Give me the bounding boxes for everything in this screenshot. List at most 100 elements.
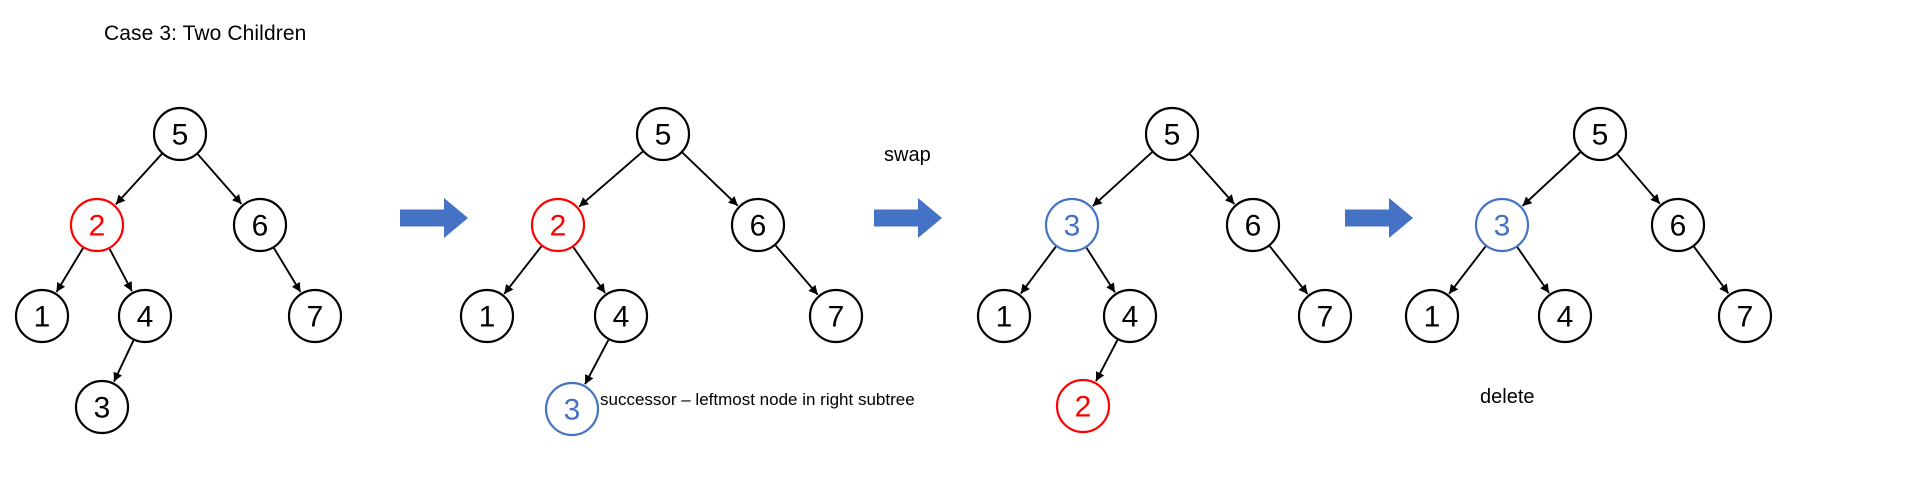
- node-label: 6: [252, 210, 269, 243]
- node-circle[interactable]: [1537, 288, 1593, 344]
- node-circle[interactable]: [14, 288, 70, 344]
- tree-node-3[interactable]: 3: [1474, 197, 1530, 253]
- node-circle[interactable]: [1717, 288, 1773, 344]
- tree-node-6[interactable]: 6: [232, 197, 288, 253]
- node-label: 1: [479, 301, 496, 334]
- node-circle[interactable]: [152, 106, 208, 162]
- node-circle[interactable]: [1297, 288, 1353, 344]
- node-circle[interactable]: [730, 197, 786, 253]
- tree-node-2[interactable]: 2: [1055, 378, 1111, 434]
- tree-stage-identify-successor: 5 2 6 1 4 7 3: [459, 106, 864, 437]
- node-circle[interactable]: [117, 288, 173, 344]
- tree-edge: [584, 339, 610, 385]
- edge-arrowhead: [579, 197, 589, 207]
- node-label: 6: [750, 210, 767, 243]
- tree-edge: [1189, 153, 1236, 205]
- node-circle[interactable]: [459, 288, 515, 344]
- node-label: 4: [613, 301, 630, 334]
- tree-node-1[interactable]: 1: [976, 288, 1032, 344]
- tree-edge: [572, 246, 606, 294]
- node-label: 6: [1670, 210, 1687, 243]
- tree-node-4[interactable]: 4: [1102, 288, 1158, 344]
- node-label: 1: [996, 301, 1013, 334]
- node-circle[interactable]: [808, 288, 864, 344]
- edge-arrowhead: [1298, 284, 1308, 295]
- node-circle[interactable]: [593, 288, 649, 344]
- tree-node-4[interactable]: 4: [117, 288, 173, 344]
- edge-arrowhead: [232, 194, 242, 204]
- tree-node-6[interactable]: 6: [730, 197, 786, 253]
- tree-node-6[interactable]: 6: [1225, 197, 1281, 253]
- caption-delete: delete: [1480, 386, 1535, 408]
- caption-successor: successor – leftmost node in right subtr…: [600, 390, 915, 409]
- tree-edge: [1085, 247, 1116, 293]
- tree-node-1[interactable]: 1: [459, 288, 515, 344]
- tree-node-5[interactable]: 5: [635, 106, 691, 162]
- tree-node-3[interactable]: 3: [74, 379, 130, 435]
- node-circle[interactable]: [232, 197, 288, 253]
- node-circle[interactable]: [1404, 288, 1460, 344]
- node-circle[interactable]: [1144, 106, 1200, 162]
- tree-node-1[interactable]: 1: [14, 288, 70, 344]
- tree-edge: [273, 247, 302, 293]
- edge-line: [572, 246, 606, 294]
- node-label: 4: [137, 301, 154, 334]
- tree-node-4[interactable]: 4: [1537, 288, 1593, 344]
- node-circle[interactable]: [1102, 288, 1158, 344]
- node-circle[interactable]: [1572, 106, 1628, 162]
- transition-arrow-icon: [1345, 198, 1413, 238]
- node-label: 6: [1245, 210, 1262, 243]
- tree-edge: [113, 340, 135, 383]
- tree-node-5[interactable]: 5: [152, 106, 208, 162]
- tree-edge: [681, 151, 739, 207]
- edge-arrowhead: [1106, 282, 1115, 293]
- tree-edge: [1448, 245, 1487, 295]
- node-circle[interactable]: [1044, 197, 1100, 253]
- node-label: 5: [655, 119, 672, 152]
- edge-line: [681, 151, 739, 207]
- node-circle[interactable]: [530, 197, 586, 253]
- tree-node-5[interactable]: 5: [1144, 106, 1200, 162]
- edge-arrowhead: [1719, 283, 1729, 294]
- tree-node-3[interactable]: 3: [1044, 197, 1100, 253]
- node-label: 3: [1064, 210, 1081, 243]
- tree-node-5[interactable]: 5: [1572, 106, 1628, 162]
- node-circle[interactable]: [69, 197, 125, 253]
- tree-node-7[interactable]: 7: [808, 288, 864, 344]
- tree-node-4[interactable]: 4: [593, 288, 649, 344]
- node-circle[interactable]: [74, 379, 130, 435]
- node-circle[interactable]: [1650, 197, 1706, 253]
- edge-arrowhead: [115, 194, 126, 205]
- node-circle[interactable]: [544, 381, 600, 437]
- node-label: 5: [172, 119, 189, 152]
- node-label: 7: [828, 301, 845, 334]
- node-label: 5: [1164, 119, 1181, 152]
- edge-arrowhead: [1522, 196, 1533, 206]
- edge-arrowhead: [56, 281, 66, 293]
- tree-node-7[interactable]: 7: [287, 288, 343, 344]
- edge-arrowhead: [1224, 194, 1235, 205]
- tree-edge: [1019, 246, 1057, 295]
- node-circle[interactable]: [287, 288, 343, 344]
- node-circle[interactable]: [1055, 378, 1111, 434]
- node-label: 5: [1592, 119, 1609, 152]
- tree-node-6[interactable]: 6: [1650, 197, 1706, 253]
- edge-arrowhead: [504, 283, 514, 294]
- edge-arrowhead: [728, 196, 738, 206]
- tree-node-3[interactable]: 3: [544, 381, 600, 437]
- tree-node-2[interactable]: 2: [69, 197, 125, 253]
- node-label: 7: [307, 301, 324, 334]
- node-label: 3: [564, 394, 581, 427]
- tree-edge: [197, 153, 243, 205]
- tree-edge: [1516, 246, 1550, 294]
- node-circle[interactable]: [635, 106, 691, 162]
- edge-line: [1448, 245, 1487, 295]
- node-circle[interactable]: [1474, 197, 1530, 253]
- node-circle[interactable]: [976, 288, 1032, 344]
- node-circle[interactable]: [1225, 197, 1281, 253]
- tree-node-2[interactable]: 2: [530, 197, 586, 253]
- tree-node-1[interactable]: 1: [1404, 288, 1460, 344]
- tree-node-7[interactable]: 7: [1297, 288, 1353, 344]
- tree-node-7[interactable]: 7: [1717, 288, 1773, 344]
